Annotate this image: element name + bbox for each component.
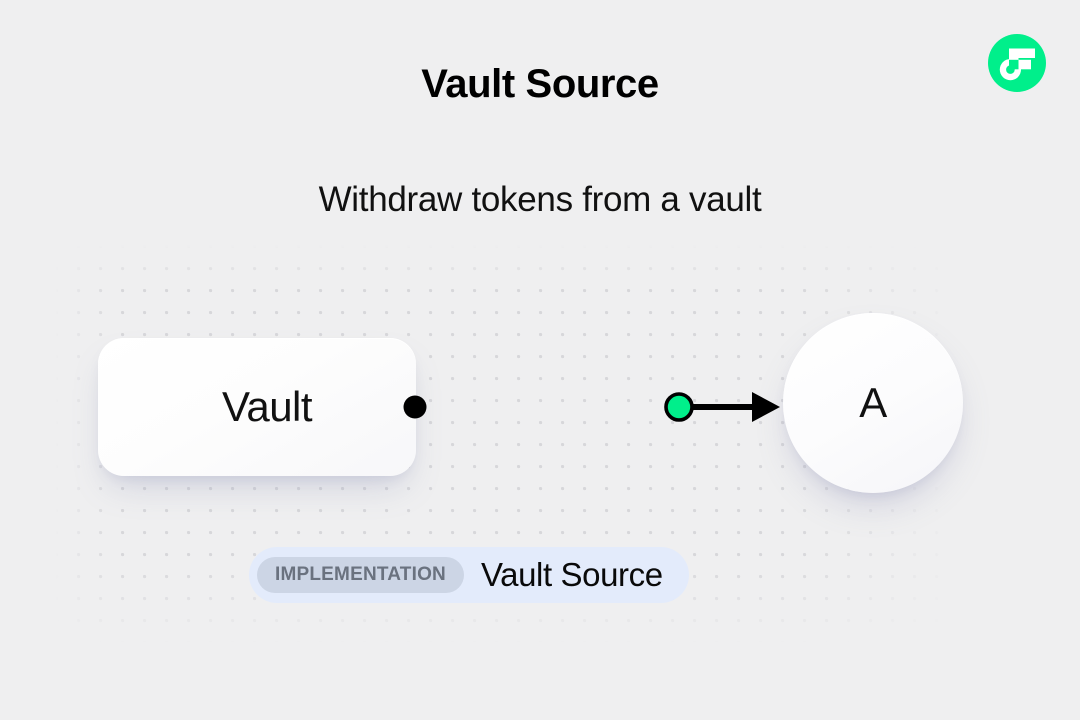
edge-arrowhead-icon bbox=[752, 392, 780, 422]
implementation-chip-label: IMPLEMENTATION bbox=[275, 564, 446, 585]
implementation-chip: IMPLEMENTATION bbox=[257, 557, 464, 593]
flow-logo-icon bbox=[988, 34, 1046, 92]
implementation-badge[interactable]: IMPLEMENTATION Vault Source bbox=[249, 547, 689, 603]
page-title: Vault Source bbox=[421, 62, 659, 106]
page-subtitle: Withdraw tokens from a vault bbox=[318, 180, 762, 219]
implementation-value: Vault Source bbox=[480, 556, 663, 593]
node-a-label: A bbox=[859, 379, 887, 426]
edge-waypoint-handle[interactable] bbox=[664, 392, 694, 422]
node-vault-label: Vault bbox=[221, 383, 313, 430]
node-a[interactable]: A bbox=[783, 313, 963, 493]
node-vault[interactable]: Vault bbox=[98, 338, 416, 476]
